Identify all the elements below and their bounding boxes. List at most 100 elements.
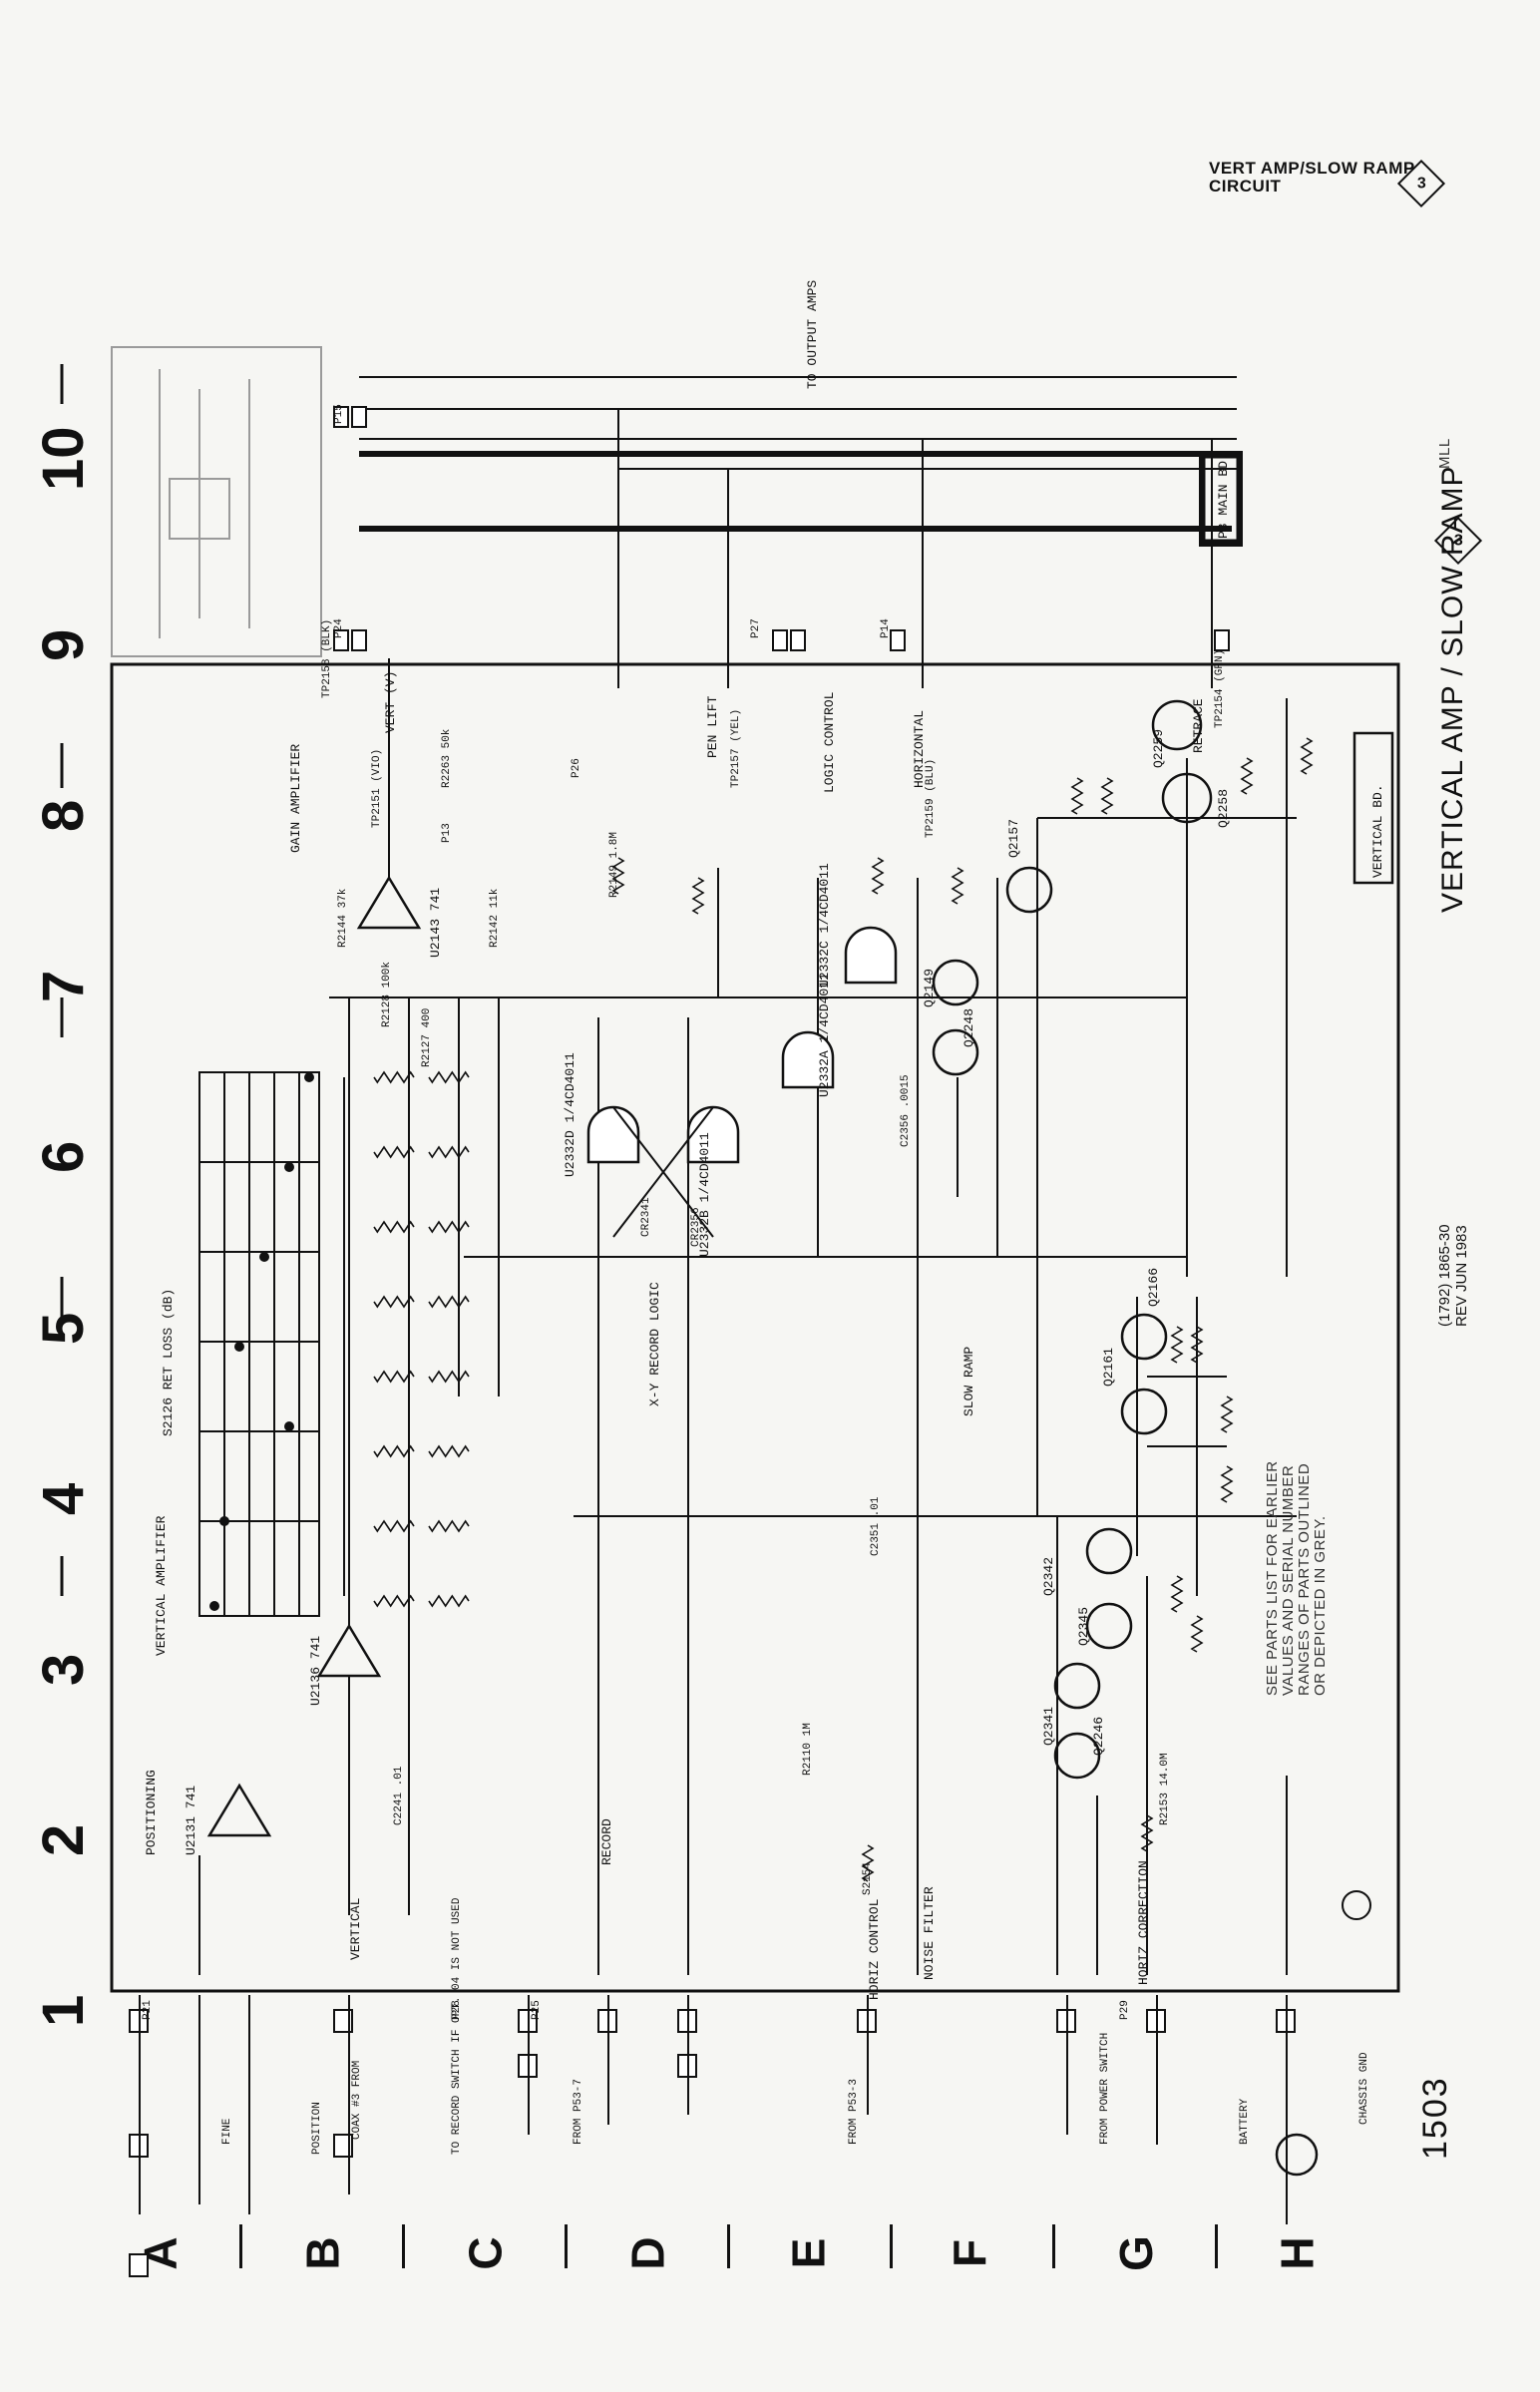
switch-matrix-s2126 [198, 1071, 320, 1617]
resistor-symbol [951, 867, 964, 905]
component-label: Q2341 [1041, 1707, 1056, 1746]
resistor-symbol [373, 1594, 415, 1608]
component-label: RETRACE [1191, 698, 1206, 753]
component-label: HORIZ CONTROL [867, 1899, 882, 2000]
component-label: HORIZONTAL [912, 710, 927, 788]
grey-inset-box [111, 346, 322, 657]
resistor-symbol [1100, 777, 1114, 815]
component-label: TP2159 (BLU) [925, 759, 937, 838]
component-label: U2332C 1/4CD4011 [817, 863, 832, 988]
component-label: U2332B 1/4CD4011 [697, 1132, 712, 1257]
component-label: P13 [441, 823, 453, 843]
resistor-symbol [1220, 1395, 1234, 1433]
connector-stack-p15 [333, 406, 1230, 651]
component-label: P24 [333, 618, 345, 638]
component-label: FROM P53-7 [573, 2079, 584, 2145]
component-label: C2241 .01 [393, 1766, 405, 1825]
component-label: C2351 .01 [870, 1496, 882, 1556]
header-line2: CIRCUIT [1209, 177, 1282, 196]
nand-gates [586, 926, 898, 1164]
row-separator [402, 2224, 406, 2268]
component-label: TP2154 (GRN) [1214, 649, 1226, 728]
component-label: VERT (V) [383, 671, 398, 733]
title-symbol-number: 3 [1453, 532, 1463, 549]
amplifier-wiring [198, 658, 1297, 1975]
opamp-u2131 [206, 1783, 272, 1837]
note-line4: OR DEPICTED IN GREY. [1312, 1515, 1329, 1696]
component-label: TP2151 (VIO) [371, 749, 383, 828]
component-label: P21 [142, 2000, 154, 2020]
revision-block: (1792) 1865-30 REV JUN 1983 [1436, 1224, 1470, 1327]
resistor-symbol [428, 1519, 470, 1533]
lamp-symbol [1342, 1890, 1371, 1920]
resistor-symbol [373, 1370, 415, 1384]
left-wiring [139, 1776, 1288, 2224]
component-label: C2356 .0015 [900, 1074, 912, 1147]
resistor-symbol [373, 1519, 415, 1533]
resistor-symbol [1070, 777, 1084, 815]
resistor-symbol [611, 857, 625, 895]
component-label: R2127 400 [421, 1008, 433, 1067]
component-label: P14 [880, 618, 892, 638]
component-label: LOGIC CONTROL [822, 692, 837, 793]
resistor-symbol [428, 1220, 470, 1234]
row-separator [1051, 2224, 1055, 2268]
ramp-wiring [957, 817, 1297, 1975]
resistor-symbol [1220, 1465, 1234, 1503]
component-label: POSITION [311, 2102, 323, 2155]
component-label: U2332D 1/4CD4011 [563, 1052, 578, 1177]
component-label: Q2259 [1151, 729, 1166, 768]
row-separator [727, 2224, 730, 2268]
initials-mark: MLL [1436, 438, 1453, 469]
component-label: GAIN AMPLIFIER [288, 744, 303, 853]
initials-text: MLL [1436, 438, 1453, 469]
component-label: CR2341 [640, 1197, 652, 1237]
resistor-symbol [428, 1295, 470, 1309]
component-label: VERTICAL BD. [1370, 784, 1385, 878]
note-line1: SEE PARTS LIST FOR EARLIER [1264, 1460, 1281, 1696]
component-label: R2144 37k [337, 888, 349, 948]
resistor-symbol [428, 1070, 470, 1084]
parts-note: SEE PARTS LIST FOR EARLIER VALUES AND SE… [1264, 1460, 1329, 1696]
resistor-symbol [1300, 737, 1314, 775]
component-label: BATTERY [1239, 2098, 1251, 2145]
component-label: R2110 1M [802, 1723, 814, 1776]
resistor-symbol [373, 1295, 415, 1309]
resistor-symbol [691, 877, 705, 915]
component-label: VERTICAL [348, 1898, 363, 1960]
component-label: NOISE FILTER [922, 1886, 937, 1980]
component-label: CR2356 [690, 1207, 702, 1247]
component-label: FROM P53-3 [848, 2079, 860, 2145]
component-label: FROM POWER SWITCH [1099, 2033, 1111, 2145]
component-label: Q2149 [922, 969, 937, 1007]
opamp-u2143 [356, 875, 422, 930]
component-label: P15 [333, 404, 345, 424]
component-label: Q2342 [1041, 1557, 1056, 1596]
resistor-symbol [1170, 1326, 1184, 1364]
component-label: CHASSIS GND [1358, 2052, 1370, 2125]
component-label: U2136 741 [308, 1636, 323, 1706]
switch-dots [209, 1072, 314, 1611]
resistor-array [373, 737, 1314, 1882]
component-label: P28 [451, 2000, 463, 2020]
resistor-symbol [428, 1444, 470, 1458]
page-number-text: 1503 [1416, 2076, 1454, 2160]
revision-line2: REV JUN 1983 [1453, 1225, 1470, 1327]
vertical-bd-box [1352, 731, 1394, 885]
note-line2: VALUES AND SERIAL NUMBER [1280, 1464, 1297, 1696]
component-label: R2149 1.8M [608, 832, 620, 898]
component-label: Q2246 [1091, 1717, 1106, 1756]
component-label: FINE [221, 2118, 233, 2145]
resistor-symbol [373, 1145, 415, 1159]
nand-cross-wiring [612, 1106, 714, 1238]
component-label: R2153 14.0M [1159, 1753, 1171, 1825]
component-label: PEN LIFT [705, 695, 720, 758]
row-separator [565, 2224, 569, 2268]
component-label: Q2258 [1216, 789, 1231, 828]
resistor-symbol [871, 857, 885, 895]
component-label: COAX #3 FROM [351, 2061, 363, 2140]
opamp-u2136 [316, 1623, 382, 1678]
